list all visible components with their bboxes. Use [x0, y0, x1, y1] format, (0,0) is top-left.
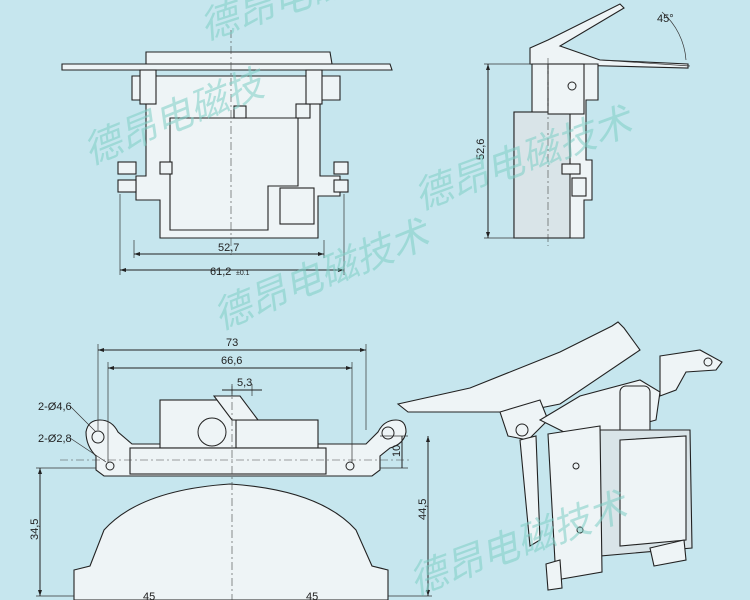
dim-top-width-total: 73 — [226, 337, 238, 349]
dim-angle: 45° — [657, 13, 674, 25]
front-view — [61, 30, 393, 275]
dim-hole-large: 2-Ø4,6 — [38, 401, 72, 413]
dim-front-width-inner: 52,7 — [218, 242, 239, 254]
top-view — [36, 344, 432, 600]
dim-top-width-holes: 66,6 — [221, 355, 242, 367]
isometric-view — [396, 321, 723, 591]
dim-44-5: 44,5 — [417, 499, 429, 520]
dim-34-5: 34,5 — [29, 519, 41, 540]
dim-top-offset: 5,3 — [237, 377, 252, 389]
dim-10: 10 — [391, 445, 403, 457]
dim-45-left: 45 — [143, 591, 155, 600]
side-view — [484, 3, 691, 246]
dim-hole-small: 2-Ø2,8 — [38, 433, 72, 445]
dim-front-width-outer: 61,2 — [210, 266, 231, 278]
dim-45-right: 45 — [306, 591, 318, 600]
dim-side-height: 52,6 — [475, 139, 487, 160]
watermark-1: 德昂电磁技术 — [194, 0, 427, 49]
dim-front-width-tolerance: ±0.1 — [236, 270, 250, 277]
